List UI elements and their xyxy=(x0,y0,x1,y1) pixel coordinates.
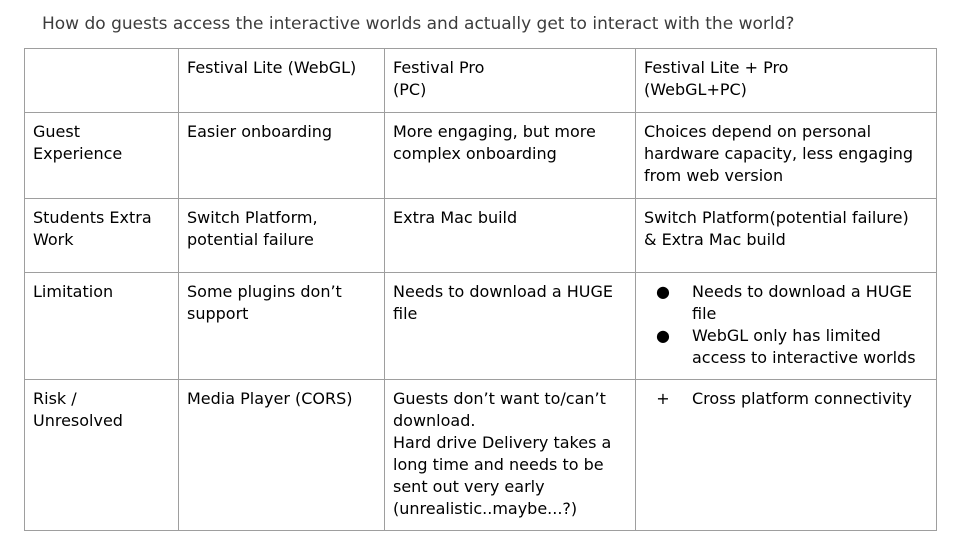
header-lite-line: Festival Lite (WebGL) xyxy=(187,58,357,77)
row-label-line: Risk / xyxy=(33,389,77,408)
cell-text: Guests don’t want to/can’t download. xyxy=(393,389,606,430)
pro-cell: Guests don’t want to/can’t download. Har… xyxy=(384,379,636,531)
bullet-text: WebGL only has limited access to interac… xyxy=(692,326,916,367)
row-label-line: Limitation xyxy=(33,282,114,301)
header-cell-lite: Festival Lite (WebGL) xyxy=(178,48,385,113)
cell-text: Some plugins don’t support xyxy=(187,282,342,323)
combo-cell: + Cross platform connectivity xyxy=(635,379,937,531)
lite-cell: Some plugins don’t support xyxy=(178,272,385,380)
cell-text: & Extra Mac build xyxy=(644,230,786,249)
bullet-list: ● Needs to download a HUGE file ● WebGL … xyxy=(644,281,928,369)
cell-text: Media Player (CORS) xyxy=(187,389,353,408)
plus-list: + Cross platform connectivity xyxy=(644,388,928,410)
cell-text: Needs to download a HUGE file xyxy=(393,282,613,323)
header-row: Festival Lite (WebGL) Festival Pro (PC) … xyxy=(24,48,937,113)
cell-text: More engaging, but more complex onboardi… xyxy=(393,122,596,163)
pro-cell: More engaging, but more complex onboardi… xyxy=(384,112,636,199)
row-label-line: Experience xyxy=(33,144,123,163)
row-label-cell: Risk / Unresolved xyxy=(24,379,179,531)
header-combo-line: Festival Lite + Pro xyxy=(644,58,789,77)
combo-cell: ● Needs to download a HUGE file ● WebGL … xyxy=(635,272,937,380)
row-label-line: Unresolved xyxy=(33,411,123,430)
header-pro-line: Festival Pro xyxy=(393,58,485,77)
header-cell-pro: Festival Pro (PC) xyxy=(384,48,636,113)
table-row-guest-experience: Guest Experience Easier onboarding More … xyxy=(24,112,937,199)
header-combo-line: (WebGL+PC) xyxy=(644,80,747,99)
cell-text: Switch Platform(potential failure) xyxy=(644,208,909,227)
list-item: ● Needs to download a HUGE file xyxy=(644,281,928,325)
header-cell-combo: Festival Lite + Pro (WebGL+PC) xyxy=(635,48,937,113)
bullet-icon: ● xyxy=(656,326,670,345)
cell-text: Extra Mac build xyxy=(393,208,518,227)
row-label-cell: Guest Experience xyxy=(24,112,179,199)
row-label-cell: Limitation xyxy=(24,272,179,380)
row-label-cell: Students Extra Work xyxy=(24,198,179,273)
table-row-students-extra-work: Students Extra Work Switch Platform, pot… xyxy=(24,198,937,273)
pro-cell: Extra Mac build xyxy=(384,198,636,273)
slide-title: How do guests access the interactive wor… xyxy=(42,14,795,34)
combo-cell: Choices depend on personal hardware capa… xyxy=(635,112,937,199)
row-label-line: Students Extra xyxy=(33,208,152,227)
cell-text: Hard drive Delivery takes a long time an… xyxy=(393,433,612,518)
pro-cell: Needs to download a HUGE file xyxy=(384,272,636,380)
cell-text: Choices depend on personal hardware capa… xyxy=(644,122,914,185)
lite-cell: Media Player (CORS) xyxy=(178,379,385,531)
list-item: + Cross platform connectivity xyxy=(644,388,928,410)
header-cell-empty xyxy=(24,48,179,113)
cell-text: Switch Platform, xyxy=(187,208,318,227)
plus-icon: + xyxy=(656,389,670,408)
lite-cell: Switch Platform, potential failure xyxy=(178,198,385,273)
bullet-icon: ● xyxy=(656,282,670,301)
cell-text: Easier onboarding xyxy=(187,122,333,141)
header-pro-line: (PC) xyxy=(393,80,427,99)
table-row-limitation: Limitation Some plugins don’t support Ne… xyxy=(24,272,937,380)
bullet-text: Cross platform connectivity xyxy=(692,389,912,408)
lite-cell: Easier onboarding xyxy=(178,112,385,199)
combo-cell: Switch Platform(potential failure) & Ext… xyxy=(635,198,937,273)
comparison-table: Festival Lite (WebGL) Festival Pro (PC) … xyxy=(24,48,937,531)
bullet-text: Needs to download a HUGE file xyxy=(692,282,912,323)
row-label-line: Work xyxy=(33,230,74,249)
cell-text: potential failure xyxy=(187,230,314,249)
table-row-risk-unresolved: Risk / Unresolved Media Player (CORS) Gu… xyxy=(24,379,937,531)
row-label-line: Guest xyxy=(33,122,80,141)
list-item: ● WebGL only has limited access to inter… xyxy=(644,325,928,369)
